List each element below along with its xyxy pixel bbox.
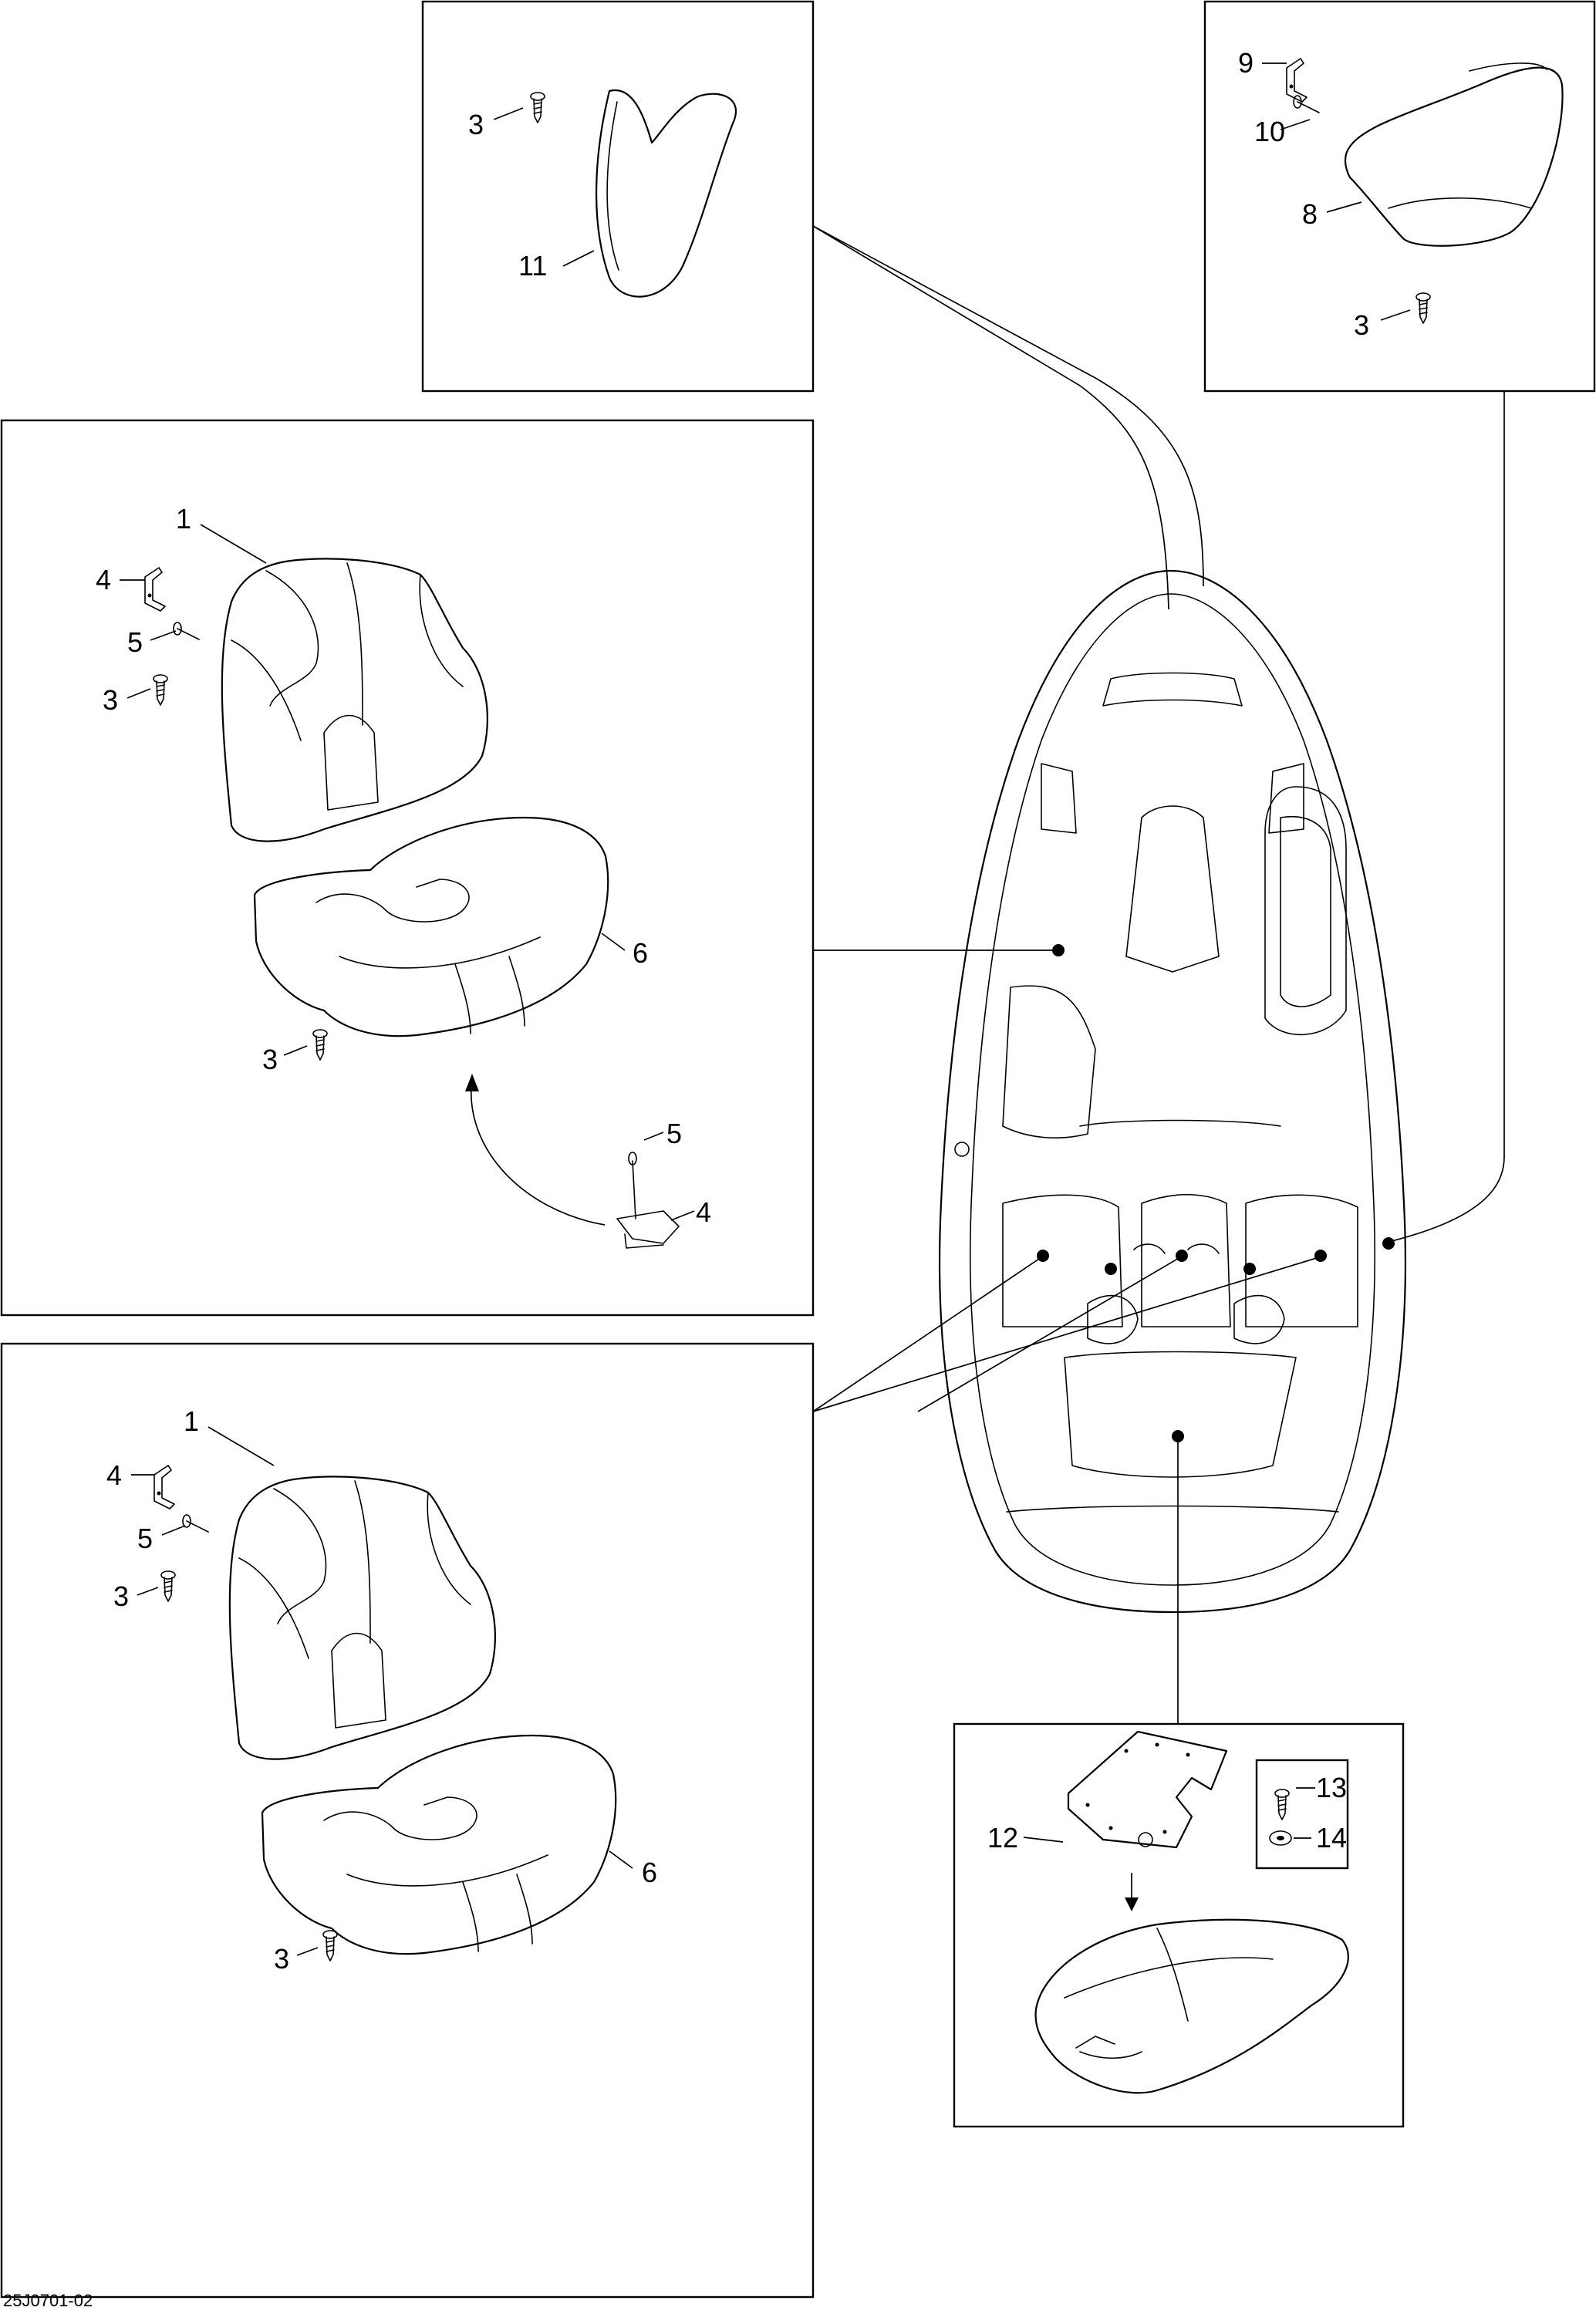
- leader-line: [208, 1426, 275, 1466]
- connector-line: [917, 1257, 1181, 1412]
- connector-dot: [1314, 1250, 1327, 1262]
- arrowhead-icon: [1125, 1897, 1139, 1911]
- leader-line: [127, 688, 151, 699]
- bracket-icon: [144, 567, 166, 612]
- callout-label: 5: [666, 1118, 682, 1149]
- callout-label: 6: [633, 937, 648, 969]
- leader-line: [283, 1045, 308, 1056]
- callout-label: 3: [113, 1580, 129, 1612]
- leader-line: [493, 107, 524, 120]
- mounting-plate-part: [1067, 1730, 1228, 1849]
- leader-line: [609, 1850, 633, 1869]
- callout-label: 9: [1238, 47, 1254, 79]
- screw-icon: [530, 92, 545, 123]
- callout-label: 13: [1316, 1772, 1347, 1803]
- callout-label: 10: [1254, 116, 1285, 147]
- leader-line: [643, 1132, 664, 1141]
- bolt-icon: [182, 1514, 209, 1533]
- screw-icon: [322, 1930, 338, 1962]
- leader-line: [562, 250, 595, 267]
- connector-dot: [1105, 1263, 1117, 1275]
- seat-backrest-part: [228, 1476, 496, 1760]
- connector-dot: [1382, 1237, 1395, 1250]
- frame-storage-cover: [953, 1722, 1405, 2128]
- connector-dot: [1037, 1250, 1049, 1262]
- callout-label: 3: [103, 684, 118, 716]
- boat-hull-top-view: [938, 569, 1407, 1614]
- screw-icon: [1274, 1789, 1290, 1820]
- connector-dot: [1052, 944, 1065, 956]
- driver-seat-part: [1344, 62, 1564, 247]
- callout-label: 4: [106, 1459, 122, 1491]
- callout-label: 3: [262, 1044, 278, 1075]
- seat-backrest-part: [221, 558, 488, 842]
- leader-line: [137, 1587, 159, 1596]
- arrowhead-icon: [465, 1074, 479, 1091]
- leader-line: [150, 630, 177, 641]
- screw-icon: [160, 1570, 176, 1602]
- callout-label: 1: [176, 503, 191, 535]
- drawing-code: 25J0701-02: [3, 2291, 93, 2310]
- callout-label: 3: [274, 1943, 289, 1975]
- connector-line: [1388, 391, 1505, 1243]
- connector-line: [812, 1257, 1042, 1412]
- callout-label: 14: [1316, 1822, 1347, 1854]
- storage-cover-part: [1034, 1918, 1349, 2094]
- callout-label: 11: [518, 250, 547, 282]
- leader-line: [601, 933, 626, 951]
- connector-line: [812, 1257, 1320, 1412]
- screw-icon: [312, 1029, 328, 1061]
- frame-driver-seat: [1203, 0, 1596, 393]
- floor-bracket-part: [616, 1152, 680, 1249]
- callout-label: 8: [1302, 198, 1318, 230]
- callout-label: 4: [696, 1196, 711, 1228]
- leader-line: [670, 1210, 695, 1221]
- assembly-arrow: [470, 1078, 606, 1226]
- leader-line: [1023, 1837, 1064, 1843]
- leader-line: [1280, 119, 1311, 130]
- callout-label: 12: [987, 1822, 1018, 1854]
- leader-line: [200, 524, 267, 564]
- screw-icon: [153, 674, 168, 706]
- connector-line: [812, 225, 1169, 610]
- frame-seat-assembly-upper: [0, 419, 815, 1317]
- callout-label: 1: [184, 1405, 199, 1437]
- frame-seat-assembly-lower: [0, 1342, 815, 2299]
- callout-label: 6: [642, 1857, 657, 1888]
- connector-dot: [1172, 1430, 1184, 1442]
- callout-label: 5: [127, 626, 143, 658]
- seat-cushion-part: [261, 1734, 617, 1955]
- callout-label: 3: [468, 109, 484, 140]
- frame-fasteners: [1255, 1759, 1349, 1870]
- connector-dot: [1243, 1263, 1256, 1275]
- leader-line: [1326, 201, 1362, 213]
- callout-label: 3: [1354, 309, 1369, 341]
- bolt-icon: [173, 622, 200, 640]
- callout-label: 5: [137, 1523, 153, 1554]
- callout-label: 4: [96, 564, 111, 595]
- connector-dot: [1176, 1250, 1188, 1262]
- connector-line: [812, 225, 1204, 587]
- screw-icon: [1415, 292, 1431, 324]
- seat-cushion-part: [253, 816, 609, 1037]
- passenger-backrest-part: [596, 89, 737, 298]
- frame-passenger-backrest: [421, 0, 815, 393]
- leader-line: [161, 1525, 186, 1536]
- washer-icon: [1269, 1830, 1292, 1846]
- leader-line: [1380, 309, 1411, 321]
- leader-line: [296, 1947, 319, 1956]
- bracket-icon: [154, 1465, 175, 1509]
